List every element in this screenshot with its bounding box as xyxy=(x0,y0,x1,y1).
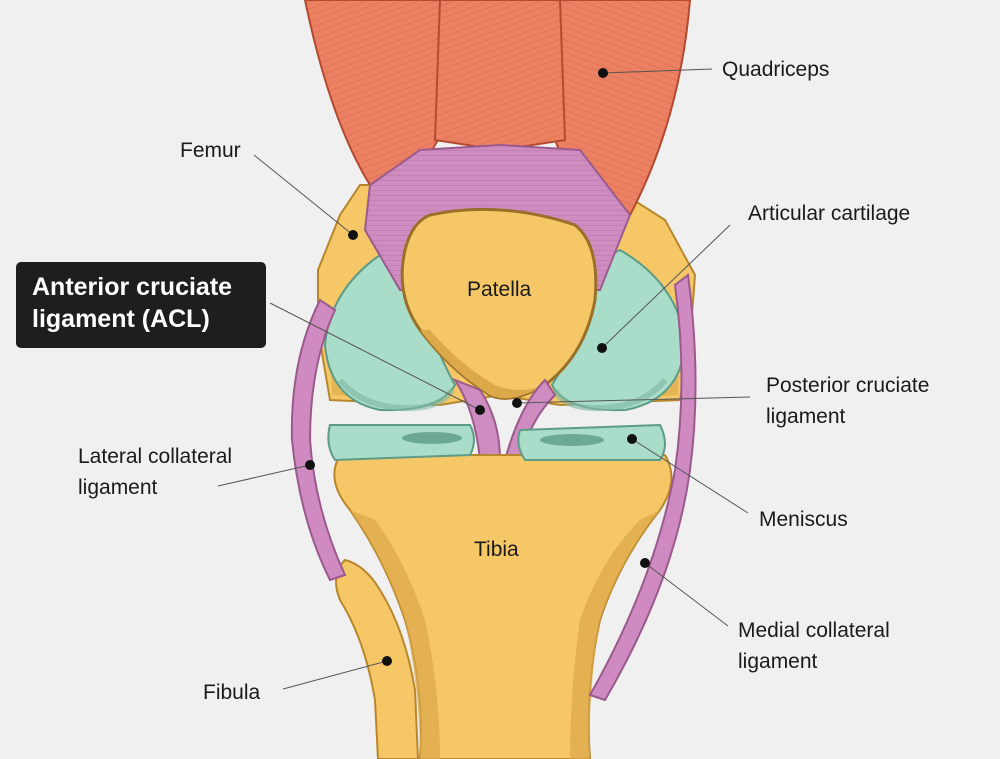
label-mcl: Medial collateral ligament xyxy=(738,615,890,677)
lcl-line1: Lateral collateral xyxy=(78,445,233,468)
label-fibula: Fibula xyxy=(203,681,261,704)
mcl-line2: ligament xyxy=(738,650,818,673)
menisci xyxy=(327,423,666,462)
lateral-collateral-ligament xyxy=(290,298,347,582)
acl-line1: Anterior cruciate xyxy=(32,273,233,301)
leader-mcl xyxy=(644,562,729,627)
dot-fibula xyxy=(382,656,392,666)
label-meniscus: Meniscus xyxy=(759,508,848,531)
leader-fibula xyxy=(282,660,388,690)
leader-lcl xyxy=(217,464,311,487)
quadriceps-muscle xyxy=(303,0,692,217)
label-quadriceps: Quadriceps xyxy=(722,58,830,81)
patella-bone xyxy=(400,207,598,400)
dot-pcl xyxy=(512,398,522,408)
lcl-line2: ligament xyxy=(78,476,158,499)
dot-meniscus xyxy=(627,434,637,444)
dot-acl xyxy=(475,405,485,415)
marker-dots xyxy=(305,68,650,666)
medial-collateral-ligament xyxy=(588,273,697,702)
articular-cartilage xyxy=(323,248,687,412)
leader-quadriceps xyxy=(602,68,713,74)
fibula-bone xyxy=(335,558,420,759)
label-articular-cartilage: Articular cartilage xyxy=(748,202,911,225)
label-acl-highlight: Anterior cruciate ligament (ACL) xyxy=(16,262,266,348)
mcl-line1: Medial collateral xyxy=(738,619,890,642)
dot-lcl xyxy=(305,460,315,470)
label-pcl: Posterior cruciate ligament xyxy=(766,370,929,432)
acl-line2: ligament (ACL) xyxy=(32,305,210,333)
label-tibia: Tibia xyxy=(474,538,519,561)
label-lcl: Lateral collateral ligament xyxy=(78,441,232,503)
dot-articular-cartilage xyxy=(597,343,607,353)
leader-acl xyxy=(269,302,481,411)
tibia-bone xyxy=(333,454,673,759)
leader-meniscus xyxy=(631,438,749,514)
pcl-line1: Posterior cruciate xyxy=(766,374,930,397)
leader-femur xyxy=(253,154,354,236)
leader-pcl xyxy=(516,396,751,404)
dot-femur xyxy=(348,230,358,240)
label-patella: Patella xyxy=(467,278,532,301)
pcl-line2: ligament xyxy=(766,405,846,428)
leader-articular-cartilage xyxy=(601,224,731,349)
label-femur: Femur xyxy=(180,139,241,162)
leader-lines xyxy=(217,68,751,690)
dot-quadriceps xyxy=(598,68,608,78)
dot-mcl xyxy=(640,558,650,568)
